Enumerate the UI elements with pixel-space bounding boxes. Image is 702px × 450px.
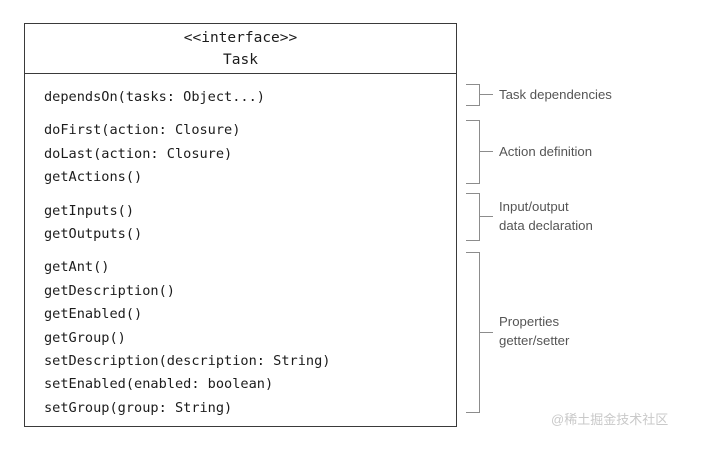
member-item: getEnabled() (44, 306, 143, 323)
annotation-task-dependencies: Task dependencies (466, 84, 686, 106)
connector-line (480, 94, 493, 95)
member-group-inputs-outputs: getInputs() getOutputs() (44, 200, 456, 247)
member-item: setEnabled(enabled: boolean) (44, 376, 274, 393)
annotation-input-output: Input/output data declaration (466, 193, 686, 241)
member-group-properties: getAnt() getDescription() getEnabled() g… (44, 256, 456, 420)
bracket-icon (466, 252, 480, 413)
member-item: doFirst(action: Closure) (44, 122, 241, 139)
connector-line (480, 332, 493, 333)
bracket-icon (466, 84, 480, 106)
uml-class-name: Task (223, 52, 258, 68)
annotation-properties: Properties getter/setter (466, 252, 686, 413)
member-item: getDescription() (44, 282, 175, 299)
member-item: getInputs() (44, 202, 135, 219)
bracket-icon (466, 120, 480, 184)
member-item: getAnt() (44, 259, 110, 276)
connector-line (480, 151, 493, 152)
member-item: getActions() (44, 169, 143, 186)
member-item: getGroup() (44, 329, 126, 346)
annotation-action-definition: Action definition (466, 120, 686, 184)
uml-class-header: <<interface>> Task (25, 24, 456, 74)
annotation-label: Action definition (499, 144, 593, 159)
uml-class-box: <<interface>> Task dependsOn(tasks: Obje… (24, 23, 457, 427)
member-item: getOutputs() (44, 226, 143, 243)
member-group-actions: doFirst(action: Closure) doLast(action: … (44, 119, 456, 189)
member-item: dependsOn(tasks: Object...) (44, 89, 265, 105)
member-item: setDescription(description: String) (44, 353, 331, 370)
annotation-label: Input/output data declaration (499, 199, 593, 233)
member-item: setGroup(group: String) (44, 399, 233, 416)
connector-line (480, 216, 493, 217)
member-group-dependencies: dependsOn(tasks: Object...) (44, 86, 456, 109)
annotation-label: Task dependencies (499, 87, 612, 102)
uml-stereotype: <<interface>> (183, 30, 298, 46)
watermark: @稀土掘金技术社区 (551, 412, 669, 427)
bracket-icon (466, 193, 480, 241)
member-item: doLast(action: Closure) (44, 145, 233, 162)
annotation-label: Properties getter/setter (499, 314, 570, 348)
uml-member-list: dependsOn(tasks: Object...) doFirst(acti… (25, 74, 456, 420)
